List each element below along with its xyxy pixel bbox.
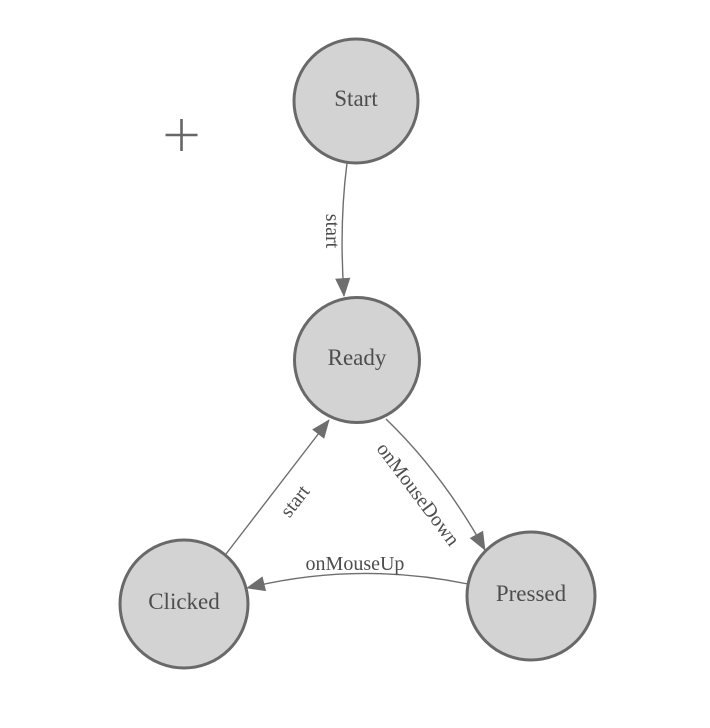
edge-start-to-ready[interactable] [335,162,351,297]
edge-label-start-to-ready-2: start [276,481,315,522]
edge-clicked-to-ready[interactable] [225,419,330,555]
node-ready-circle[interactable] [293,296,421,424]
node-pressed-circle[interactable] [465,530,597,662]
node-pressed-label: Pressed [496,581,567,606]
edge-label-start-to-ready: start [321,214,343,249]
edge-pressed-to-clicked[interactable] [246,572,469,592]
node-clicked-circle[interactable] [118,538,250,670]
node-start-circle[interactable] [292,37,420,165]
plus-cursor-icon [165,119,198,151]
node-clicked[interactable]: Clicked [118,538,250,670]
node-start-label: Start [334,86,378,111]
node-ready-label: Ready [328,345,387,370]
node-pressed[interactable]: Pressed [465,530,597,662]
node-ready[interactable]: Ready [293,296,421,424]
node-start[interactable]: Start [292,37,420,165]
edge-label-onmouseup: onMouseUp [306,553,405,575]
edge-ready-to-pressed[interactable] [385,418,486,551]
node-clicked-label: Clicked [148,589,220,614]
